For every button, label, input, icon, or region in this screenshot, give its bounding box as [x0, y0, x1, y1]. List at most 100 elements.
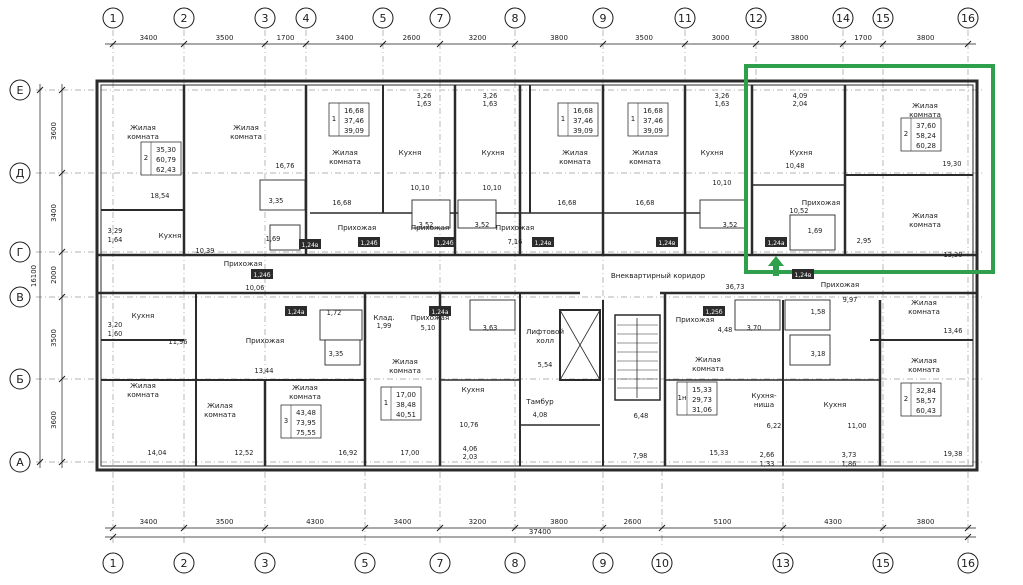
total-dimension: 37400: [529, 528, 551, 536]
room-name: Тамбур: [525, 397, 554, 406]
axis-label-top: 9: [600, 12, 607, 25]
apartment-area-value: 37,46: [643, 117, 664, 125]
small-area: 1,69: [808, 227, 823, 235]
apartment-table-box: [900, 117, 942, 152]
room-area: 10,10: [713, 179, 732, 187]
apartment-table-box: [627, 102, 669, 137]
stamp-label: 1,24б: [360, 240, 377, 247]
apartment-room-count: 1: [384, 399, 388, 407]
room-area: 10,76: [460, 421, 479, 429]
small-area: 1,33: [760, 460, 775, 468]
axis-circle: [295, 7, 317, 29]
apartment-room-count: 1: [561, 115, 565, 123]
axis-circle: [674, 7, 696, 29]
axis-label-top: 3: [262, 12, 269, 25]
room-name: Прихожая: [496, 223, 535, 232]
axis-circle: [354, 552, 376, 574]
stamp-box: [299, 239, 321, 249]
small-area: 3,52: [475, 221, 490, 229]
small-area: 3,52: [723, 221, 738, 229]
dimension-label: 3600: [50, 411, 58, 429]
small-area: 3,63: [483, 324, 498, 332]
stamp-box: [251, 269, 273, 279]
small-area: 3,35: [329, 350, 344, 358]
small-area: 7,98: [633, 452, 648, 460]
room-name: Внеквартирный коридор: [611, 271, 706, 280]
apartment-area-value: 37,60: [916, 122, 936, 130]
dimension-label: 5100: [714, 518, 732, 526]
apartment-room-count: 3: [284, 417, 288, 425]
apartment-room-count: 1: [631, 115, 635, 123]
stamp-label: 1,24б: [436, 240, 453, 247]
dimension-label: 3800: [550, 518, 568, 526]
axis-circle: [254, 7, 276, 29]
axis-label-bottom: 15: [876, 557, 890, 570]
dimension-label: 3500: [50, 329, 58, 347]
dimension-label: 3800: [550, 34, 568, 42]
room-area: 11,00: [848, 422, 867, 430]
small-area: 1,63: [715, 100, 730, 108]
apartment-area-value: 39,09: [643, 127, 663, 135]
dimension-label: 3500: [216, 34, 234, 42]
dimension-label: 3800: [791, 34, 809, 42]
small-area: 4,06: [463, 445, 478, 453]
room-area: 6,22: [767, 422, 782, 430]
room-area: 4,08: [533, 411, 548, 419]
room-area: 10,10: [411, 184, 430, 192]
small-area: 6,48: [634, 412, 649, 420]
room-name: Кухня: [399, 148, 422, 157]
small-area: 2,66: [760, 451, 775, 459]
axis-circle: [872, 7, 894, 29]
axis-label-top: 2: [181, 12, 188, 25]
apartment-table-box: [900, 382, 942, 417]
apartment-table-box: [380, 386, 422, 421]
room-area: 10,06: [246, 284, 265, 292]
apartment-area-value: 16,68: [344, 107, 364, 115]
stamp-label: 1,24в: [302, 242, 319, 249]
axis-label-bottom: 8: [512, 557, 519, 570]
room-name: Кухня: [482, 148, 505, 157]
apartment-table-box: [328, 102, 370, 137]
small-area: 3,70: [747, 324, 762, 332]
apartment-room-count: 2: [144, 154, 148, 162]
apartment-area-value: 15,33: [692, 386, 712, 394]
axis-label-left: Б: [16, 373, 24, 386]
dimension-label: 3600: [50, 122, 58, 140]
small-area: 3,20: [108, 321, 123, 329]
apartment-table-box: [140, 141, 182, 176]
entrance-arrow-icon: [768, 256, 784, 276]
stamp-box: [434, 237, 456, 247]
axis-label-top: 16: [961, 12, 975, 25]
apartment-area-value: 75,55: [296, 429, 316, 437]
axis-label-bottom: 1: [110, 557, 117, 570]
axis-label-bottom: 5: [362, 557, 369, 570]
room-name: Кухня: [701, 148, 724, 157]
dimension-label: 3400: [394, 518, 412, 526]
room-area: 5,10: [421, 324, 436, 332]
highlighted-apartment-frame: [744, 64, 995, 274]
axis-label-top: 1: [110, 12, 117, 25]
small-area: 1,64: [108, 236, 123, 244]
axis-label-top: 15: [876, 12, 890, 25]
room-area: 10,10: [483, 184, 502, 192]
apartment-table-box: [676, 381, 718, 416]
axis-label-top: 8: [512, 12, 519, 25]
room-area: 14,04: [148, 449, 167, 457]
apartment-area-value: 32,84: [916, 387, 937, 395]
axis-label-bottom: 7: [437, 557, 444, 570]
stamp-label: 1,25б: [705, 309, 722, 316]
room-area: 4,48: [718, 326, 733, 334]
small-area: 2,03: [463, 453, 478, 461]
stamp-label: 1,24в: [535, 240, 552, 247]
room-area: 10,52: [790, 207, 809, 215]
apartment-area-value: 58,24: [916, 132, 937, 140]
axis-circle: [102, 552, 124, 574]
room-name: Кухня: [132, 311, 155, 320]
